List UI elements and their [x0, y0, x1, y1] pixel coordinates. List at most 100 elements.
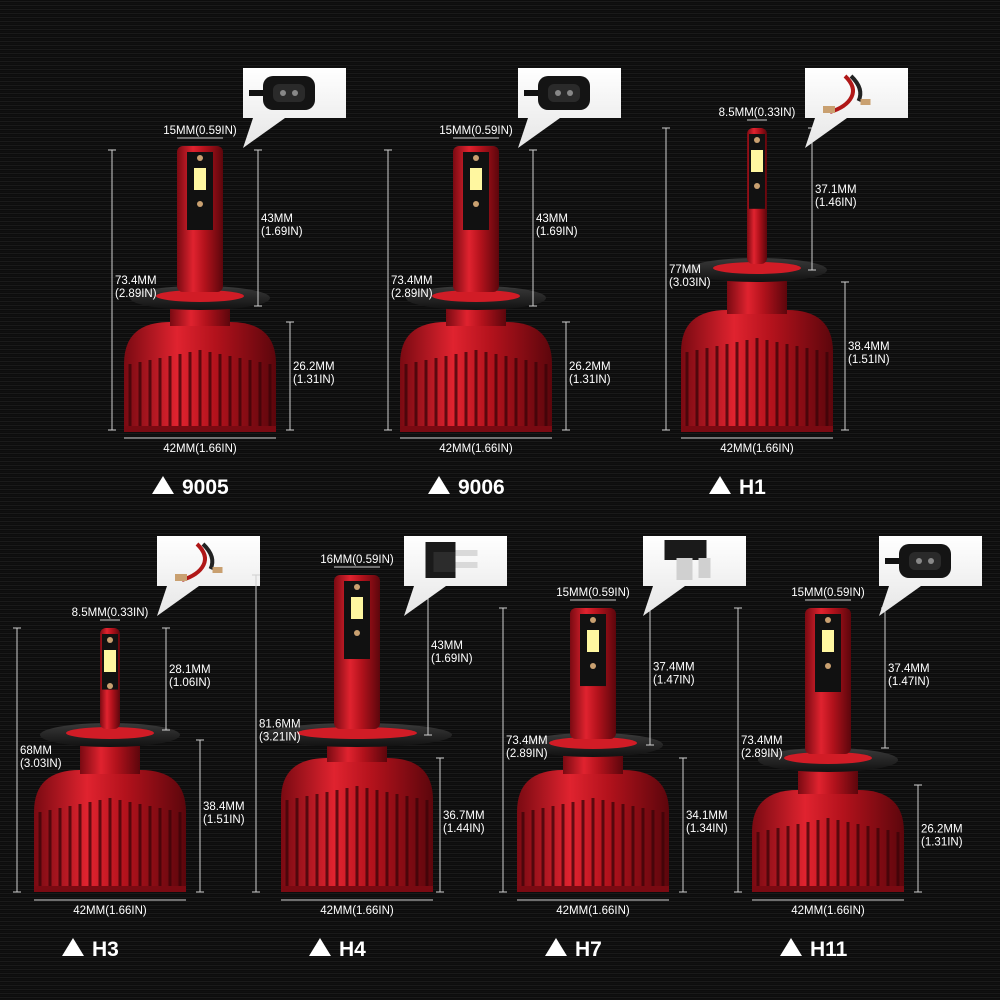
base-length-label: 26.2MM — [569, 361, 611, 373]
dimension-lines — [252, 566, 444, 901]
screw-icon — [754, 137, 760, 143]
head-length-label: 43MM — [431, 640, 463, 652]
base-length-label: 38.4MM — [848, 341, 890, 353]
seal-ring — [549, 737, 637, 749]
total-length-label: 73.4MM — [741, 735, 783, 747]
triangle-marker-icon — [428, 476, 450, 494]
screw-icon — [590, 617, 596, 623]
heatsink-fins — [34, 770, 186, 892]
diameter-label: 42MM(1.66IN) — [791, 905, 865, 917]
screw-icon — [354, 630, 360, 636]
diameter-label: 42MM(1.66IN) — [73, 905, 147, 917]
bulb-h3: 8.5MM(0.33IN)68MM(3.03IN)28.1MM(1.06IN)3… — [13, 536, 260, 961]
connector-9006-icon — [524, 76, 590, 110]
heatsink-fins — [281, 758, 433, 892]
base-length-inch-label: (1.51IN) — [203, 814, 245, 826]
screw-icon — [754, 183, 760, 189]
triangle-marker-icon — [709, 476, 731, 494]
screw-icon — [825, 617, 831, 623]
head-length-inch-label: (1.69IN) — [431, 653, 473, 665]
connector-h4-icon — [425, 542, 478, 578]
bulb-9006: 15MM(0.59IN)73.4MM(2.89IN)43MM(1.69IN)26… — [384, 68, 621, 499]
led-chip — [587, 630, 599, 652]
connector-h7-icon — [664, 540, 711, 580]
base-length-label: 26.2MM — [293, 361, 335, 373]
bulb-h4: 16MM(0.59IN)81.6MM(3.21IN)43MM(1.69IN)36… — [252, 536, 507, 961]
model-label: H11 — [810, 938, 848, 961]
diameter-label: 42MM(1.66IN) — [163, 443, 237, 455]
width-label: 15MM(0.59IN) — [791, 587, 865, 599]
dimension-lines — [499, 599, 687, 901]
heatsink-fins — [752, 790, 904, 892]
led-chip — [351, 597, 363, 619]
led-board — [344, 581, 370, 659]
total-length-inch-label: (2.89IN) — [741, 748, 783, 760]
head-length-label: 43MM — [261, 213, 293, 225]
width-label: 8.5MM(0.33IN) — [72, 607, 149, 619]
diameter-label: 42MM(1.66IN) — [556, 905, 630, 917]
total-length-inch-label: (3.21IN) — [259, 732, 301, 744]
width-label: 15MM(0.59IN) — [439, 125, 513, 137]
head-length-inch-label: (1.46IN) — [815, 197, 857, 209]
bulb-h7: 15MM(0.59IN)73.4MM(2.89IN)37.4MM(1.47IN)… — [499, 536, 746, 961]
total-length-label: 73.4MM — [115, 275, 157, 287]
base-length-inch-label: (1.31IN) — [293, 374, 335, 386]
triangle-marker-icon — [780, 938, 802, 956]
base-length-label: 26.2MM — [921, 824, 963, 836]
triangle-marker-icon — [152, 476, 174, 494]
screw-icon — [473, 201, 479, 207]
dimension-lines — [13, 619, 204, 901]
base-length-inch-label: (1.31IN) — [921, 837, 963, 849]
screw-icon — [107, 637, 113, 643]
head-length-inch-label: (1.06IN) — [169, 677, 211, 689]
diameter-label: 42MM(1.66IN) — [320, 905, 394, 917]
seal-ring — [713, 262, 801, 274]
model-label: H3 — [92, 938, 119, 961]
model-label: H4 — [339, 938, 366, 961]
head-length-label: 37.4MM — [888, 663, 930, 675]
seal-ring — [297, 727, 417, 739]
seal-ring — [784, 752, 872, 764]
total-length-label: 77MM — [669, 264, 701, 276]
base-length-inch-label: (1.44IN) — [443, 823, 485, 835]
triangle-marker-icon — [545, 938, 567, 956]
screw-icon — [107, 683, 113, 689]
base-length-inch-label: (1.34IN) — [686, 823, 728, 835]
head-length-label: 37.4MM — [653, 662, 695, 674]
callout-box — [157, 536, 260, 616]
dimension-lines — [662, 119, 849, 439]
led-chip — [751, 150, 763, 172]
heatsink-fins — [517, 770, 669, 892]
led-board — [815, 614, 841, 692]
led-chip — [194, 168, 206, 190]
bulb-9005: 15MM(0.59IN)73.4MM(2.89IN)43MM(1.69IN)26… — [108, 68, 346, 499]
total-length-label: 68MM — [20, 745, 52, 757]
led-chip — [470, 168, 482, 190]
diameter-label: 42MM(1.66IN) — [439, 443, 513, 455]
screw-icon — [197, 155, 203, 161]
heatsink-fins — [124, 322, 276, 432]
model-label: H7 — [575, 938, 602, 961]
screw-icon — [197, 201, 203, 207]
total-length-inch-label: (3.03IN) — [20, 758, 62, 770]
bulb-h1: 8.5MM(0.33IN)77MM(3.03IN)37.1MM(1.46IN)3… — [662, 68, 908, 499]
total-length-label: 73.4MM — [391, 275, 433, 287]
screw-icon — [473, 155, 479, 161]
base-length-inch-label: (1.31IN) — [569, 374, 611, 386]
heatsink-fins — [400, 322, 552, 432]
triangle-marker-icon — [62, 938, 84, 956]
screw-icon — [590, 663, 596, 669]
head-length-inch-label: (1.69IN) — [261, 226, 303, 238]
seal-ring — [66, 727, 154, 739]
total-length-label: 81.6MM — [259, 719, 301, 731]
base-length-label: 38.4MM — [203, 801, 245, 813]
total-length-inch-label: (2.89IN) — [115, 288, 157, 300]
head-length-label: 43MM — [536, 213, 568, 225]
model-label: 9005 — [182, 476, 229, 499]
connector-h11-icon — [885, 544, 951, 578]
led-board — [187, 152, 213, 230]
head-length-inch-label: (1.47IN) — [888, 676, 930, 688]
wire-pigtail-icon — [175, 542, 223, 582]
